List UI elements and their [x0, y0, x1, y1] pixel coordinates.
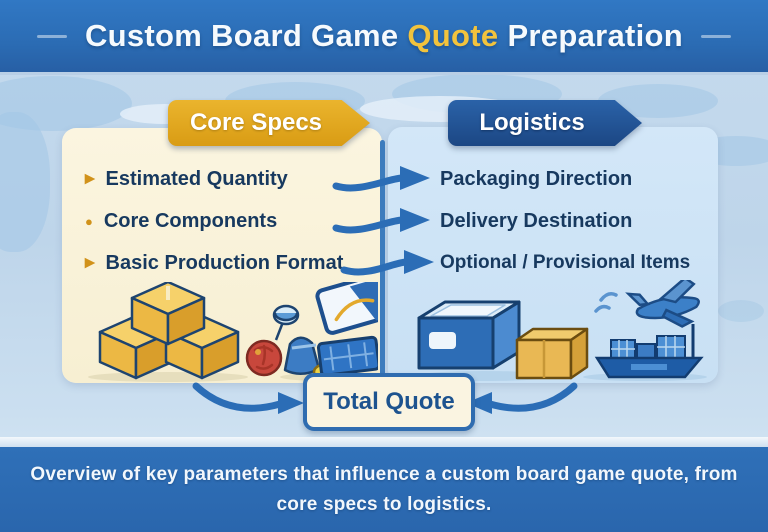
logistics-list: Packaging Direction Delivery Destination… — [440, 158, 690, 284]
triangle-bullet-icon: ▸ — [85, 251, 95, 273]
airplane-icon — [625, 280, 700, 328]
game-box-icon — [417, 300, 521, 370]
carton-box-icon — [515, 327, 589, 380]
shadow — [88, 372, 248, 382]
logistics-illustration — [415, 280, 707, 381]
caption-line-1: Overview of key parameters that influenc… — [30, 464, 738, 486]
title-dash-right — [701, 34, 732, 38]
title-text-2: Preparation — [507, 18, 684, 53]
map-shape — [718, 300, 764, 322]
list-item: ▸ Estimated Quantity — [85, 158, 343, 200]
pin-pawn-icon — [272, 304, 300, 341]
core-specs-banner-label: Core Specs — [189, 109, 323, 136]
list-item: ● Core Components — [85, 200, 343, 242]
core-specs-item-label: Basic Production Format — [105, 251, 344, 274]
logistics-banner: Logistics — [448, 100, 642, 146]
title-dash-left — [36, 34, 67, 38]
logistics-item-label: Optional / Provisional Items — [440, 252, 691, 273]
list-item: ▸ Basic Production Format — [85, 242, 343, 284]
cargo-ship-icon — [594, 324, 704, 379]
title-highlight: Quote — [407, 18, 499, 53]
cards-icon — [315, 282, 378, 335]
core-specs-illustration — [88, 282, 378, 382]
caption-line-2: core specs to logistics. — [276, 493, 492, 515]
map-shape — [0, 112, 50, 252]
core-specs-item-label: Core Components — [103, 209, 278, 232]
list-item: Packaging Direction — [440, 158, 690, 200]
caption-band: Overview of key parameters that influenc… — [0, 447, 768, 532]
list-item: Optional / Provisional Items — [440, 242, 690, 284]
triangle-bullet-icon: ▸ — [85, 167, 95, 189]
cardboard-boxes-icon — [98, 282, 240, 380]
logistics-banner-label: Logistics — [479, 109, 585, 136]
logistics-item-label: Packaging Direction — [440, 167, 633, 190]
logistics-item-label: Delivery Destination — [440, 209, 633, 232]
core-specs-banner: Core Specs — [168, 100, 370, 146]
footer-divider-strip — [0, 437, 768, 447]
red-die-icon — [245, 339, 283, 377]
core-specs-item-label: Estimated Quantity — [105, 167, 288, 190]
core-specs-list: ▸ Estimated Quantity ● Core Components ▸… — [85, 158, 343, 284]
flight-swoosh-icon — [594, 292, 618, 313]
list-item: Delivery Destination — [440, 200, 690, 242]
total-quote-box: Total Quote — [303, 373, 475, 431]
title-text-1: Custom Board Game — [84, 18, 399, 53]
total-quote-label: Total Quote — [323, 388, 455, 415]
circle-bullet-icon: ● — [85, 213, 93, 229]
game-board-icon — [316, 335, 378, 377]
